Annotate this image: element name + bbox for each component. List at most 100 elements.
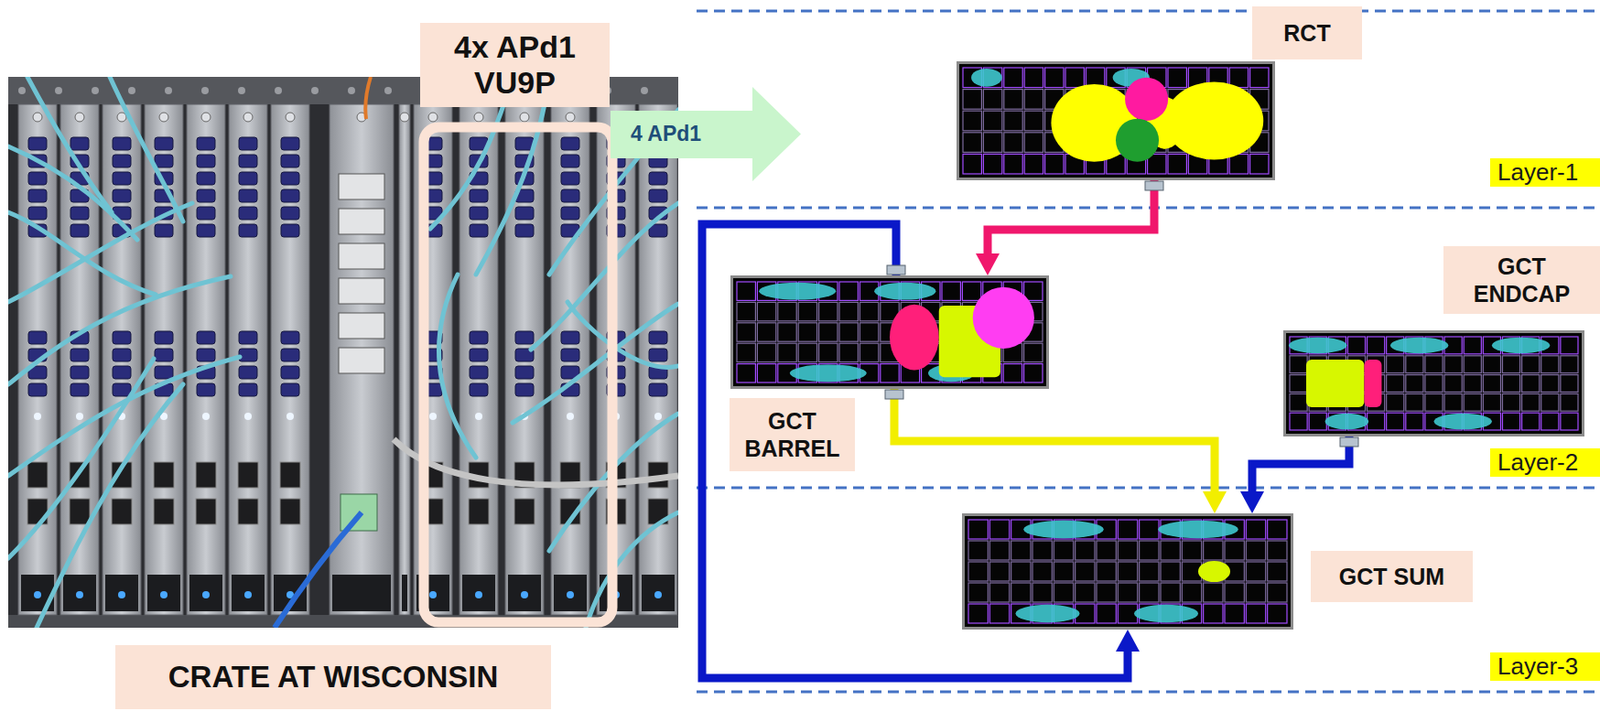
placement-blobs	[1050, 77, 1264, 163]
fiber-cable	[8, 203, 193, 303]
clock-region	[819, 323, 838, 342]
layer-tag: Layer-3	[1490, 652, 1600, 682]
fiber-connector	[281, 366, 300, 379]
rail-hole	[384, 86, 392, 95]
clock-region	[1250, 67, 1269, 88]
fiber-connector	[28, 331, 47, 345]
ethernet-cable	[274, 512, 362, 628]
floorplan-image	[956, 61, 1276, 181]
node-text: 4x APd1 VU9P	[429, 29, 601, 101]
clock-region	[1167, 67, 1187, 88]
clock-region	[1160, 540, 1180, 561]
fiber-connector	[70, 137, 89, 151]
routing-mark	[758, 282, 836, 301]
clock-region	[1032, 540, 1052, 561]
sfp-cage	[514, 498, 535, 525]
connector	[885, 389, 1227, 514]
clock-region	[1405, 375, 1424, 393]
card	[399, 104, 411, 616]
fiber-connector	[238, 206, 258, 220]
floorplan-image	[962, 513, 1294, 630]
card-screw	[428, 112, 438, 122]
clock-region	[1267, 540, 1287, 561]
fiber-connector	[281, 172, 300, 185]
fiber-connector	[196, 154, 216, 168]
fiber-connector	[561, 172, 580, 185]
clock-region	[983, 89, 1002, 110]
fiber-cable	[439, 274, 476, 458]
clock-region	[1004, 153, 1023, 174]
arrow-head	[1240, 491, 1265, 514]
arrow-body	[610, 86, 801, 182]
node-text: 4 APd1	[630, 121, 702, 147]
sfp-cage	[195, 498, 217, 525]
clock-region	[1386, 412, 1405, 431]
rail-hole	[18, 86, 26, 95]
clock-region	[1267, 519, 1287, 540]
name-tag: GCT ENDCAP	[1443, 246, 1600, 314]
routing-mark	[789, 364, 867, 382]
clock-region	[1229, 67, 1248, 88]
clock-region	[1267, 562, 1287, 582]
clock-region	[1096, 540, 1116, 561]
fiber-connector	[515, 366, 534, 379]
fiber-connector	[281, 348, 300, 362]
routing-mark	[1491, 337, 1550, 354]
clock-region	[983, 153, 1002, 174]
card-screw	[75, 112, 85, 122]
clock-region	[1245, 540, 1265, 561]
fiber-connector	[154, 348, 173, 362]
clock-region	[1224, 583, 1244, 603]
fiber-connector	[238, 154, 258, 168]
fiber-connector	[281, 189, 300, 203]
placement-blob	[889, 304, 940, 371]
clock-region-grid	[968, 519, 1287, 624]
clock-region	[1444, 356, 1462, 374]
connector-line	[1252, 436, 1350, 492]
fiber-connector	[154, 331, 173, 345]
sfp-cage	[237, 498, 259, 525]
sfp-cage	[27, 462, 48, 488]
clock-region	[839, 302, 858, 321]
board-label: 4x APd1 VU9P	[420, 22, 610, 108]
fiber-connector	[561, 154, 580, 168]
clock-region	[1245, 604, 1265, 624]
fiber-connector	[70, 383, 89, 397]
placement-blobs	[889, 287, 1035, 379]
clock-region	[1024, 132, 1043, 153]
fiber-connector	[281, 331, 300, 345]
status-led	[429, 412, 437, 421]
fiber-connector	[281, 224, 300, 238]
fiber-connector	[196, 137, 216, 151]
connector-port	[886, 265, 906, 275]
placement-blob	[1115, 118, 1159, 163]
clock-region	[1347, 336, 1365, 355]
clock-region	[1096, 583, 1116, 603]
card-screw	[243, 112, 253, 122]
clock-region	[1004, 110, 1023, 131]
arrow-head	[1202, 491, 1227, 514]
clock-region	[1444, 375, 1462, 393]
clock-region	[1229, 153, 1248, 174]
name-tag: GCT SUM	[1310, 551, 1473, 603]
fiber-connector	[112, 189, 131, 203]
clock-region	[1075, 562, 1095, 582]
clock-region	[1053, 562, 1073, 582]
clock-region	[1289, 393, 1308, 411]
clock-region	[1267, 604, 1287, 624]
card-handle	[63, 574, 97, 612]
status-led	[244, 412, 252, 421]
clock-region	[1560, 356, 1579, 374]
card-faceplate	[459, 104, 498, 616]
placement-blob	[972, 287, 1035, 349]
layer-divider	[696, 10, 1600, 13]
clock-region	[1096, 604, 1116, 624]
clock-region	[1386, 356, 1405, 374]
clock-region	[778, 302, 797, 321]
connector-port	[1145, 181, 1164, 191]
card-screw	[159, 112, 169, 122]
fiber-connector	[561, 206, 580, 220]
fpga-floorplan: GCT SUM	[962, 513, 1294, 630]
clock-region-grid	[736, 281, 1043, 383]
site-label: CRATE AT WISCONSIN	[115, 645, 552, 710]
